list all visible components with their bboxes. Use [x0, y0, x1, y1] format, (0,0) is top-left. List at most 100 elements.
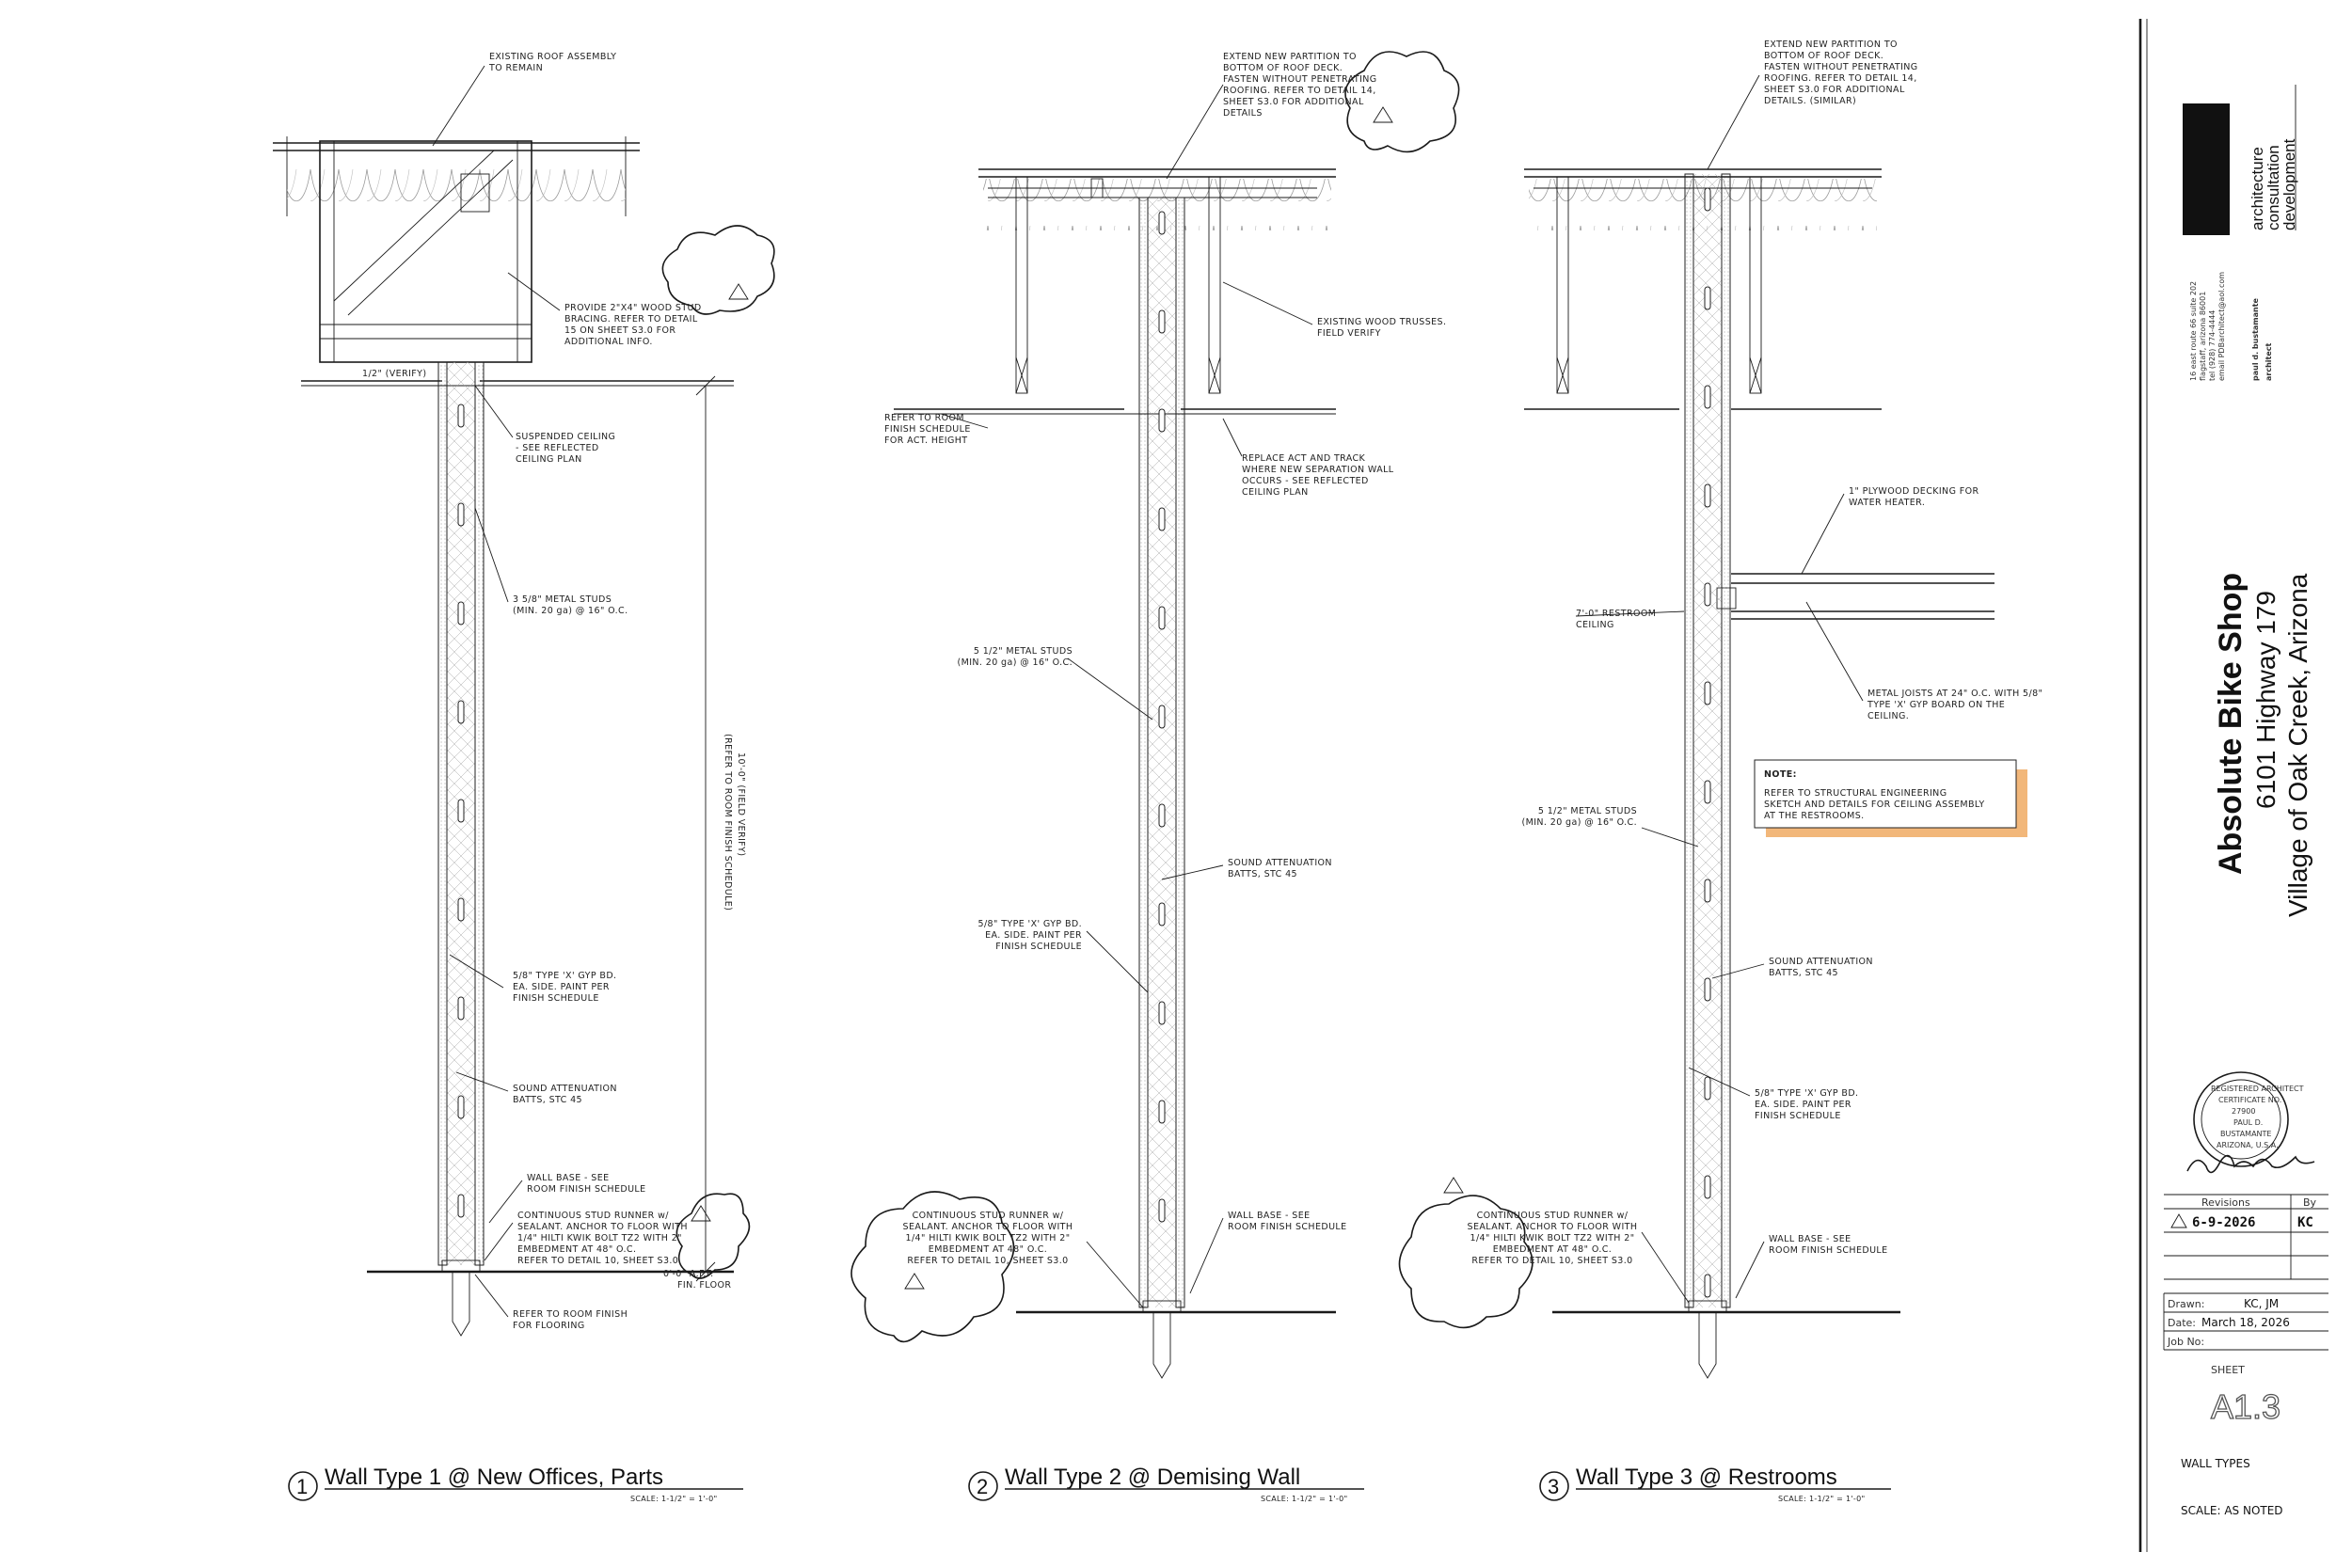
- detail-3-drawing: [1398, 74, 2027, 1379]
- architect-signature: [2186, 1154, 2315, 1174]
- detail-1-drawing: [273, 65, 775, 1337]
- stud-punchout: [1704, 1175, 1711, 1199]
- stud-punchout: [1704, 1274, 1711, 1298]
- revision-date: 6-9-2026: [2192, 1215, 2255, 1230]
- d2-note-studs: 5 1/2" METAL STUDS(MIN. 20 ga) @ 16" O.C…: [958, 646, 1073, 668]
- firm-title: architect: [2265, 342, 2273, 381]
- d3-note-runner: CONTINUOUS STUD RUNNER w/SEALANT. ANCHOR…: [1468, 1211, 1638, 1266]
- stud-punchout: [457, 1095, 465, 1119]
- stud-punchout: [457, 897, 465, 922]
- date-label: Date:: [2168, 1317, 2196, 1329]
- stud-punchout: [1704, 582, 1711, 607]
- stud-punchout: [1158, 902, 1166, 927]
- revisions-label: Revisions: [2201, 1196, 2250, 1209]
- stud-punchout: [457, 700, 465, 724]
- revision-delta-icon: [2170, 1213, 2187, 1228]
- d1-note-studs: 3 5/8" METAL STUDS(MIN. 20 ga) @ 16" O.C…: [513, 594, 628, 616]
- stud-punchout: [1158, 211, 1166, 235]
- note-box: [1754, 759, 2017, 829]
- svg-text:Wall Type 3 @ Restrooms: Wall Type 3 @ Restrooms: [1576, 1465, 1837, 1490]
- stud-punchout: [1158, 606, 1166, 630]
- project-address: 6101 Highway 179: [2251, 591, 2280, 809]
- project-city: Village of Oak Creek, Arizona: [2283, 573, 2312, 917]
- stud-punchout: [1158, 803, 1166, 828]
- d3-note-gyp: 5/8" TYPE 'X' GYP BD.EA. SIDE. PAINT PER…: [1755, 1088, 1858, 1121]
- stud-punchout: [1704, 681, 1711, 705]
- architect-seal: REGISTERED ARCHITECT CERTIFICATE NO. 279…: [2193, 1071, 2304, 1167]
- sheet-label: SHEET: [2211, 1364, 2245, 1376]
- sheet-number: A1.3: [2211, 1387, 2280, 1426]
- detail-2-drawing: [850, 51, 1460, 1379]
- stud-punchout: [1158, 309, 1166, 334]
- svg-text:Wall Type 2 @ Demising Wall: Wall Type 2 @ Demising Wall: [1005, 1465, 1300, 1490]
- d1-note-aff: 0'-0" A.F.F.FIN. FLOOR: [663, 1269, 731, 1291]
- svg-text:development: development: [2280, 138, 2298, 230]
- d1-note-verify: 1/2" (VERIFY): [362, 369, 426, 379]
- detail-title-3: 3 Wall Type 3 @ Restrooms SCALE: 1-1/2" …: [1539, 1465, 1891, 1503]
- sheet-scale: SCALE: AS NOTED: [2181, 1504, 2283, 1517]
- svg-text:consultation: consultation: [2265, 145, 2282, 230]
- d2-note-runner: CONTINUOUS STUD RUNNER w/SEALANT. ANCHOR…: [903, 1211, 1073, 1266]
- stud-slots-2: [1158, 211, 1166, 1223]
- stud-punchout: [1158, 1198, 1166, 1223]
- stud-punchout: [457, 996, 465, 1021]
- firm-logo: architecture consultation development: [2183, 85, 2298, 235]
- stud-punchout: [1704, 385, 1711, 409]
- drawn-value: KC, JM: [2244, 1297, 2279, 1310]
- stud-punchout: [1704, 286, 1711, 310]
- stud-punchout: [457, 404, 465, 428]
- svg-text:ARIZONA, U.S.A.: ARIZONA, U.S.A.: [2217, 1141, 2279, 1149]
- d3-note-joists: METAL JOISTS AT 24" O.C. WITH 5/8"TYPE '…: [1867, 689, 2042, 721]
- stud-punchout: [1704, 977, 1711, 1002]
- detail-title-2: 2 Wall Type 2 @ Demising Wall SCALE: 1-1…: [968, 1465, 1364, 1503]
- stud-punchout: [1158, 1100, 1166, 1124]
- date-value: March 18, 2026: [2201, 1316, 2290, 1329]
- stud-punchout: [457, 601, 465, 626]
- svg-text:27900: 27900: [2232, 1107, 2255, 1116]
- stud-punchout: [1158, 705, 1166, 729]
- by-label: By: [2303, 1196, 2317, 1209]
- title-block: architecture consultation development 16…: [2138, 19, 2328, 1552]
- stud-punchout: [1704, 780, 1711, 804]
- firm-email: email PDBarchitect@aol.com: [2217, 272, 2226, 381]
- stud-punchout: [457, 799, 465, 823]
- svg-text:PAUL D.: PAUL D.: [2233, 1118, 2263, 1127]
- d1-note-gyp: 5/8" TYPE 'X' GYP BD.EA. SIDE. PAINT PER…: [513, 971, 616, 1004]
- svg-text:REGISTERED ARCHITECT: REGISTERED ARCHITECT: [2211, 1085, 2304, 1093]
- svg-text:Wall Type 1 @ New Offices, Par: Wall Type 1 @ New Offices, Parts: [325, 1465, 663, 1490]
- svg-text:architecture: architecture: [2249, 147, 2266, 230]
- stud-punchout: [457, 502, 465, 527]
- drawn-label: Drawn:: [2168, 1298, 2204, 1310]
- revision-by: KC: [2297, 1215, 2313, 1230]
- job-label: Job No:: [2167, 1336, 2204, 1348]
- d1-note-runner: CONTINUOUS STUD RUNNER w/SEALANT. ANCHOR…: [517, 1211, 688, 1266]
- svg-text:3: 3: [1548, 1475, 1559, 1498]
- project-name: Absolute Bike Shop: [2213, 573, 2249, 875]
- svg-text:SCALE: 1-1/2" = 1'-0": SCALE: 1-1/2" = 1'-0": [1778, 1495, 1865, 1503]
- detail-title-1: 1 Wall Type 1 @ New Offices, Parts SCALE…: [288, 1465, 743, 1503]
- stud-punchout: [1704, 483, 1711, 508]
- d3-note-studs: 5 1/2" METAL STUDS(MIN. 20 ga) @ 16" O.C…: [1522, 806, 1638, 828]
- firm-phone: tel (928) 774-4444: [2208, 310, 2217, 381]
- stud-slots-1: [457, 404, 465, 1218]
- svg-text:SCALE: 1-1/2" = 1'-0": SCALE: 1-1/2" = 1'-0": [630, 1495, 717, 1503]
- d2-note-gyp: 5/8" TYPE 'X' GYP BD.EA. SIDE. PAINT PER…: [978, 919, 1082, 952]
- stud-punchout: [1158, 507, 1166, 531]
- d2-note-trusses: EXISTING WOOD TRUSSES.FIELD VERIFY: [1317, 317, 1446, 339]
- stud-punchout: [1158, 1001, 1166, 1025]
